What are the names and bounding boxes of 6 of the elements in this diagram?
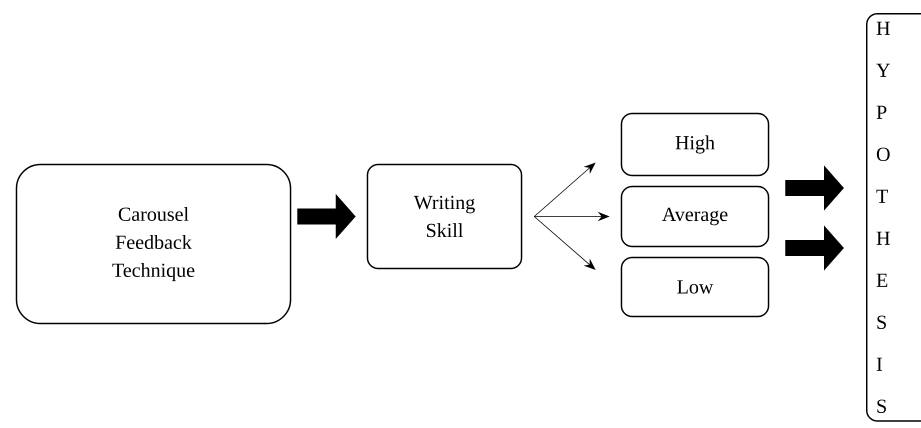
level-box: Average xyxy=(620,186,770,248)
process-box: Writing Skill xyxy=(366,164,522,270)
level-box: High xyxy=(620,112,770,176)
process-box: Carousel Feedback Technique xyxy=(16,164,292,324)
level-box: Low xyxy=(620,256,770,318)
hypothesis-box: H Y P O T H E S I S xyxy=(866,13,921,422)
